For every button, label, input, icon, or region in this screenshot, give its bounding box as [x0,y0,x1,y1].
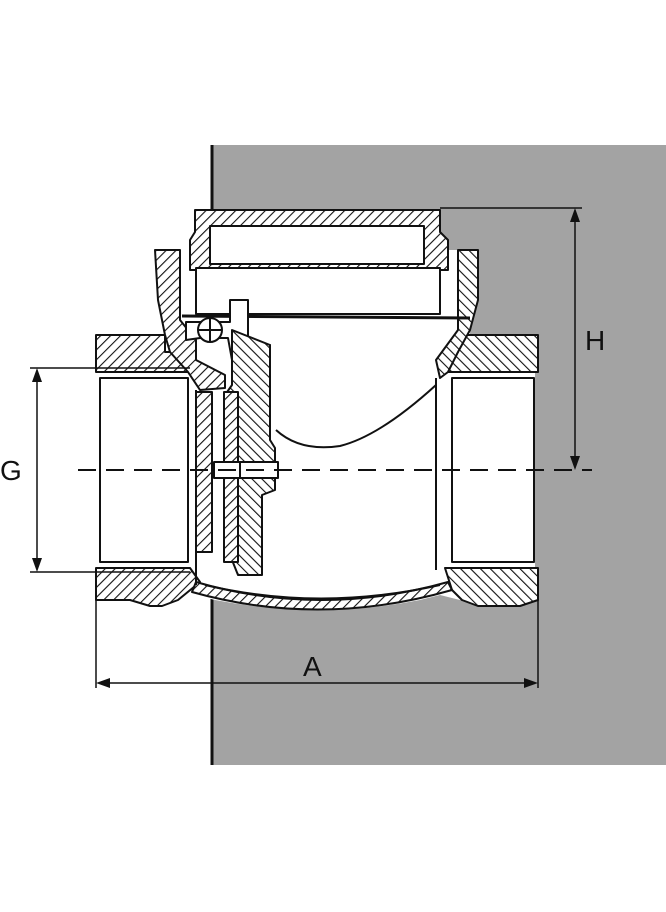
body-bottom-inner [204,584,441,600]
right-port-wall-bottom [444,567,539,607]
left-port-wall-bottom [95,567,201,607]
dimension-a-label: A [303,651,322,682]
valve-body [95,209,539,611]
dimension-g-label: G [0,455,22,486]
dimension-h [440,207,582,470]
left-body-shoulder [154,249,226,391]
bonnet-cap-inner [209,225,425,265]
body-inner-contour [275,384,437,449]
seat-ring [195,391,213,553]
dimension-h-label: H [585,325,605,356]
dimension-g [30,367,190,573]
right-port-bore [451,377,535,563]
dimension-a [95,600,539,688]
right-body-shoulder [435,249,479,379]
body-bottom [191,581,453,611]
